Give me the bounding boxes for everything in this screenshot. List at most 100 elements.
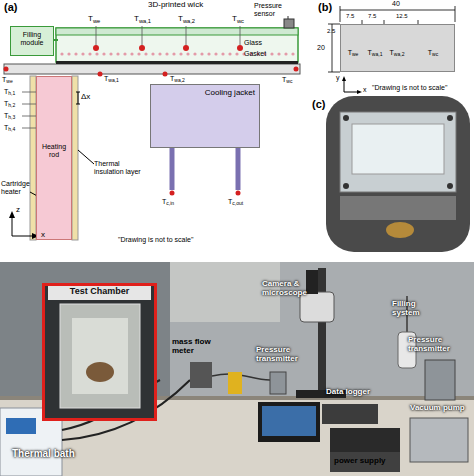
leader-line	[78, 150, 94, 164]
wick-texture	[109, 52, 112, 55]
sensor-name: Twa,2	[178, 15, 195, 24]
probe-lead	[186, 26, 187, 48]
wick-texture	[277, 52, 280, 55]
wick-texture	[151, 52, 154, 55]
wick-texture	[116, 52, 119, 55]
wick-texture	[284, 52, 287, 55]
part-name: Glass	[244, 39, 262, 47]
sensor-name: Twc	[232, 15, 244, 24]
camera-stand	[318, 268, 326, 398]
wick-texture	[207, 52, 210, 55]
dimension: 40	[392, 0, 400, 8]
wick-texture	[130, 52, 133, 55]
wick-texture	[270, 52, 273, 55]
sensor-lead	[288, 16, 289, 19]
wick-texture	[235, 52, 238, 55]
dimension: 12.5	[396, 13, 408, 20]
dimension-tick	[340, 6, 341, 22]
node-label: Filling module	[12, 31, 52, 46]
equipment-name: mass flow meter	[172, 338, 216, 356]
sensor-name: Twe	[88, 15, 100, 24]
wick-texture	[228, 52, 231, 55]
vacuum-pump	[410, 418, 468, 462]
wick-texture	[60, 52, 63, 55]
cooling-jacket: Cooling jacket	[150, 84, 260, 148]
wick-texture	[221, 52, 224, 55]
chamber-photo	[60, 304, 140, 408]
part-name: Pressure sensor	[254, 2, 284, 17]
chamber-wick	[86, 362, 114, 382]
chamber-photo	[45, 286, 154, 418]
data-logger	[322, 404, 378, 424]
base-plate	[4, 64, 300, 74]
sensor-name: Th,4	[4, 124, 15, 132]
sensor-name: Twc	[282, 76, 292, 84]
wick-texture	[102, 52, 105, 55]
equipment-name: Data logger	[326, 388, 370, 397]
axis-name: z	[16, 206, 20, 215]
axis-name: x	[41, 231, 45, 240]
equipment-name: Camera & microscope	[262, 280, 314, 298]
wick-chamber	[56, 28, 298, 62]
probe-lead	[142, 26, 143, 48]
pressure-sensor	[284, 19, 294, 28]
sensor-name: Twa,1	[104, 75, 119, 83]
sensor-name: Twe	[2, 76, 13, 84]
wick-texture	[172, 52, 175, 55]
glass-plate	[56, 28, 298, 35]
wick-texture	[193, 52, 196, 55]
wick-texture	[158, 52, 161, 55]
axis-arrow	[9, 211, 15, 218]
dimension-bracket	[76, 92, 80, 104]
laptop	[258, 402, 320, 442]
axis-line	[12, 236, 34, 237]
dimension: 7.5	[346, 13, 354, 20]
brass-fitting	[386, 222, 414, 238]
multimeter	[228, 372, 242, 394]
dimension: 20	[317, 44, 325, 52]
axis-arrow	[342, 76, 346, 81]
inset-frame	[340, 112, 456, 192]
wick-texture	[74, 52, 77, 55]
insulation-layer	[72, 76, 78, 240]
wick-texture	[291, 52, 294, 55]
thermocouple	[98, 72, 103, 77]
node-label: Heating rod	[38, 143, 70, 158]
axis-line	[344, 80, 345, 92]
axis-name: x	[363, 86, 367, 94]
dimension: Δx	[81, 93, 90, 102]
thermocouple	[236, 191, 241, 196]
dimension-line	[340, 10, 455, 11]
test-chamber: Test Chamber	[42, 283, 157, 421]
panel-letter: (a)	[4, 1, 17, 13]
mass-flow-meter	[190, 362, 212, 388]
wick-texture	[144, 52, 147, 55]
laptop-screen	[262, 406, 316, 436]
probe-lead	[240, 26, 241, 48]
equipment-name: power supply	[334, 457, 386, 466]
node-label: Twe	[342, 49, 364, 57]
thermocouple	[139, 45, 145, 51]
wick-texture	[123, 52, 126, 55]
axis-line	[12, 216, 13, 236]
heating-rod: Heating rod	[36, 76, 72, 240]
power-supply	[330, 428, 400, 452]
node-label: Twa,1	[364, 49, 386, 57]
dimension-tick	[328, 24, 340, 25]
filling-port	[54, 39, 58, 41]
part-name: Cartridge heater	[1, 180, 35, 195]
coolant-pipe	[236, 148, 241, 190]
thermocouple	[4, 67, 9, 72]
pressure-transmitter	[270, 372, 286, 394]
wick-texture	[186, 52, 189, 55]
note: "Drawing is not to scale"	[372, 84, 447, 92]
wick-texture	[200, 52, 203, 55]
wick-plate: TweTwa,1Twa,2Twc	[340, 24, 455, 72]
equipment-name: Filling system	[392, 300, 434, 318]
thermocouple	[294, 67, 299, 72]
thermocouple	[237, 45, 243, 51]
bath-panel	[6, 418, 36, 434]
wick-texture	[214, 52, 217, 55]
part-name: Thermal insulation layer	[94, 160, 142, 175]
